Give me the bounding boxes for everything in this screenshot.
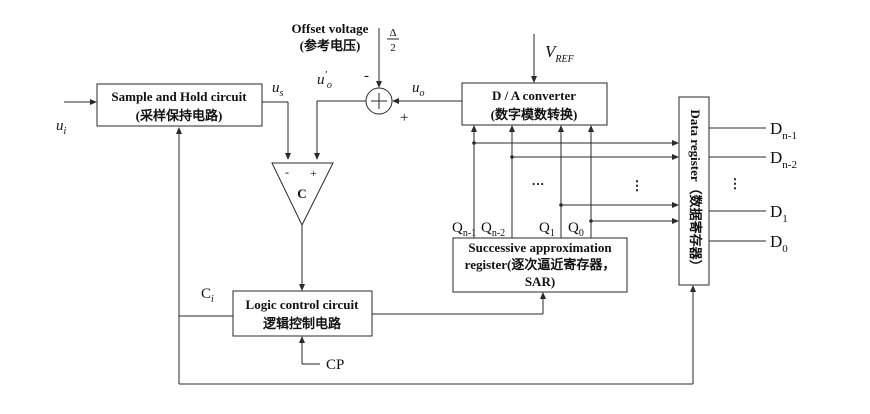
dac-title: D / A converter bbox=[492, 88, 576, 103]
d-output-wires bbox=[709, 127, 766, 242]
dac-subtitle: (数字模数转换) bbox=[491, 107, 578, 122]
signal-cp-label: CP bbox=[326, 357, 344, 373]
sar-line3: SAR) bbox=[525, 274, 555, 289]
signal-uo-prime-label: u′o bbox=[317, 69, 332, 91]
signal-uo-label: uo bbox=[412, 80, 425, 99]
d-output-n-2: Dn-2 bbox=[770, 148, 797, 171]
signal-us-label: us bbox=[272, 80, 284, 99]
bit-lines bbox=[471, 125, 679, 238]
signal-ci-label: Ci bbox=[201, 286, 214, 305]
uo-prime-wire bbox=[314, 100, 366, 160]
data-register-label: Data register（数据寄存器） bbox=[688, 109, 703, 272]
sample-hold-title: Sample and Hold circuit bbox=[111, 89, 247, 104]
offset-frac-denominator: 2 bbox=[390, 42, 396, 54]
signal-vref-label: VREF bbox=[545, 42, 575, 65]
offset-wire bbox=[376, 28, 382, 88]
comparator-label: C bbox=[297, 186, 306, 201]
logic-to-sar-wire bbox=[372, 292, 546, 315]
uo-wire bbox=[392, 98, 462, 104]
sar-line1: Successive approximation bbox=[468, 240, 612, 255]
q-label-n-1: Qn-1 bbox=[452, 220, 476, 239]
comparator-minus: - bbox=[285, 165, 289, 179]
bit-ellipsis-vertical: ⋮ bbox=[631, 178, 644, 193]
offset-frac-numerator: Δ bbox=[389, 27, 396, 39]
summer-minus-sign: - bbox=[364, 68, 369, 84]
us-wire bbox=[262, 101, 291, 160]
data-register-block bbox=[678, 96, 710, 286]
summer-plus-sign: + bbox=[400, 110, 408, 126]
signal-ui-label: ui bbox=[56, 118, 67, 137]
sar-block bbox=[452, 237, 628, 293]
dac-block bbox=[461, 82, 608, 126]
comparator-plus: + bbox=[310, 166, 317, 180]
bit-ellipsis-horizontal: ··· bbox=[531, 176, 544, 191]
d-output-0: D0 bbox=[770, 232, 788, 255]
input-ui-wire bbox=[64, 99, 97, 105]
logic-control-subtitle: 逻辑控制电路 bbox=[263, 316, 342, 331]
offset-voltage-title: Offset voltage bbox=[292, 21, 369, 36]
q-label-0: Q0 bbox=[568, 220, 584, 239]
summer-node bbox=[365, 87, 393, 115]
d-output-1: D1 bbox=[770, 202, 788, 225]
output-ellipsis-vertical: ⋮ bbox=[729, 176, 742, 191]
logic-control-title: Logic control circuit bbox=[246, 297, 360, 312]
cp-wire bbox=[299, 336, 320, 365]
vref-wire bbox=[531, 34, 537, 83]
ci-wire bbox=[176, 127, 233, 317]
comparator bbox=[271, 162, 334, 227]
comparator-to-logic-wire bbox=[299, 225, 305, 291]
logic-control-block bbox=[232, 290, 373, 337]
bottom-loop-wire bbox=[178, 285, 696, 385]
q-label-n-2: Qn-2 bbox=[481, 220, 505, 239]
sar-line2: register(逐次逼近寄存器， bbox=[465, 257, 616, 272]
q-label-1: Q1 bbox=[539, 220, 555, 239]
offset-voltage-subtitle: (参考电压) bbox=[300, 38, 361, 53]
d-output-n-1: Dn-1 bbox=[770, 119, 797, 142]
sample-hold-block bbox=[96, 83, 263, 127]
sample-hold-subtitle: (采样保持电路) bbox=[136, 108, 223, 123]
